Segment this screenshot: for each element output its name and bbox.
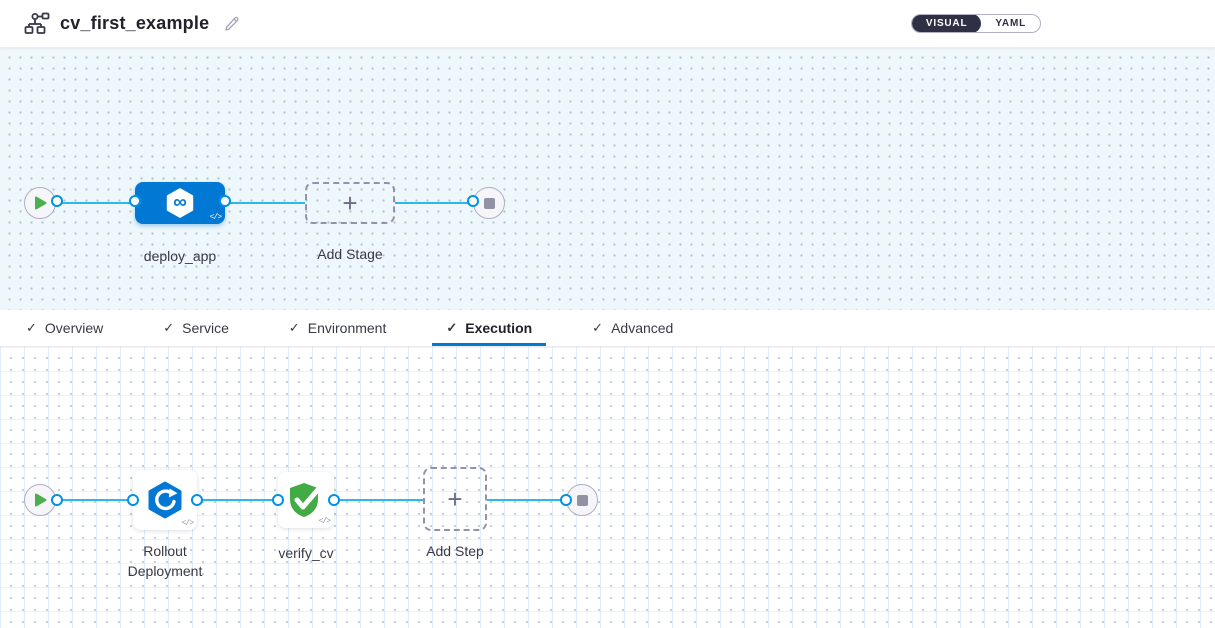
stop-icon <box>576 494 588 506</box>
tab-environment[interactable]: ✓ Environment <box>275 310 401 346</box>
step-name-label: verify_cv <box>278 545 334 561</box>
connector-port[interactable] <box>51 494 63 506</box>
stage-config-tabs: ✓ Overview ✓ Service ✓ Environment ✓ Exe… <box>0 310 1215 347</box>
check-icon: ✓ <box>446 320 458 335</box>
tab-label: Service <box>182 320 229 336</box>
tab-overview[interactable]: ✓ Overview <box>12 310 117 346</box>
code-icon: </> <box>318 517 331 526</box>
tab-label: Environment <box>307 320 387 336</box>
add-stage-label: Add Stage <box>317 246 383 262</box>
connector-port[interactable] <box>51 195 63 207</box>
connector-line <box>197 499 278 501</box>
toggle-visual[interactable]: VISUAL <box>911 15 982 32</box>
step-name-label: Rollout Deployment <box>127 543 203 580</box>
stop-icon <box>483 197 495 209</box>
cd-stage-icon: ∞ <box>166 188 194 218</box>
pipeline-icon <box>24 12 50 34</box>
code-icon: </> <box>209 213 222 222</box>
stage-canvas[interactable]: ∞ </> deploy_app + Add Stage <box>0 48 1215 310</box>
plus-icon: + <box>447 484 463 514</box>
check-icon: ✓ <box>26 320 37 335</box>
connector-port[interactable] <box>129 195 141 207</box>
connector-line <box>487 499 566 501</box>
connector-port[interactable] <box>127 494 139 506</box>
execution-start-node[interactable] <box>24 484 56 516</box>
tab-advanced[interactable]: ✓ Advanced <box>578 310 687 346</box>
pipeline-title: cv_first_example <box>60 13 210 33</box>
connector-port[interactable] <box>560 494 572 506</box>
connector-port[interactable] <box>191 494 203 506</box>
step-node-rollout-deployment[interactable]: </> <box>133 470 197 530</box>
view-mode-toggle[interactable]: VISUAL YAML <box>910 14 1041 33</box>
step-node-verify-cv[interactable]: </> <box>278 472 334 528</box>
connector-line <box>56 499 133 501</box>
add-step-button[interactable]: + <box>423 467 487 531</box>
toggle-yaml[interactable]: YAML <box>995 18 1026 29</box>
add-step-label: Add Step <box>426 543 484 559</box>
connector-port[interactable] <box>272 494 284 506</box>
connector-port[interactable] <box>467 195 479 207</box>
execution-canvas[interactable]: </> Rollout Deployment </> verify_cv + A… <box>0 347 1215 628</box>
verify-shield-icon <box>290 483 324 517</box>
pipeline-header: cv_first_example VISUAL YAML <box>0 0 1215 48</box>
plus-icon: + <box>342 188 358 218</box>
check-icon: ✓ <box>592 320 604 335</box>
connector-port[interactable] <box>219 195 231 207</box>
add-stage-button[interactable]: + <box>305 182 395 224</box>
connector-line <box>56 202 135 204</box>
stage-name-label: deploy_app <box>143 248 217 264</box>
tab-label: Overview <box>44 320 104 336</box>
connector-line <box>225 202 305 204</box>
play-icon <box>34 196 46 210</box>
play-icon <box>34 493 46 507</box>
code-icon: </> <box>181 519 194 528</box>
tab-service[interactable]: ✓ Service <box>149 310 243 346</box>
check-icon: ✓ <box>288 320 300 335</box>
connector-line <box>395 202 473 204</box>
tab-execution[interactable]: ✓ Execution <box>432 310 546 346</box>
check-icon: ✓ <box>163 320 175 335</box>
connector-line <box>334 499 423 501</box>
rollout-deployment-icon <box>148 481 182 519</box>
tab-label: Execution <box>465 320 533 336</box>
stage-node-deploy-app[interactable]: ∞ </> <box>135 182 225 224</box>
edit-pencil-icon[interactable] <box>223 15 241 33</box>
tab-label: Advanced <box>611 320 674 336</box>
connector-port[interactable] <box>328 494 340 506</box>
